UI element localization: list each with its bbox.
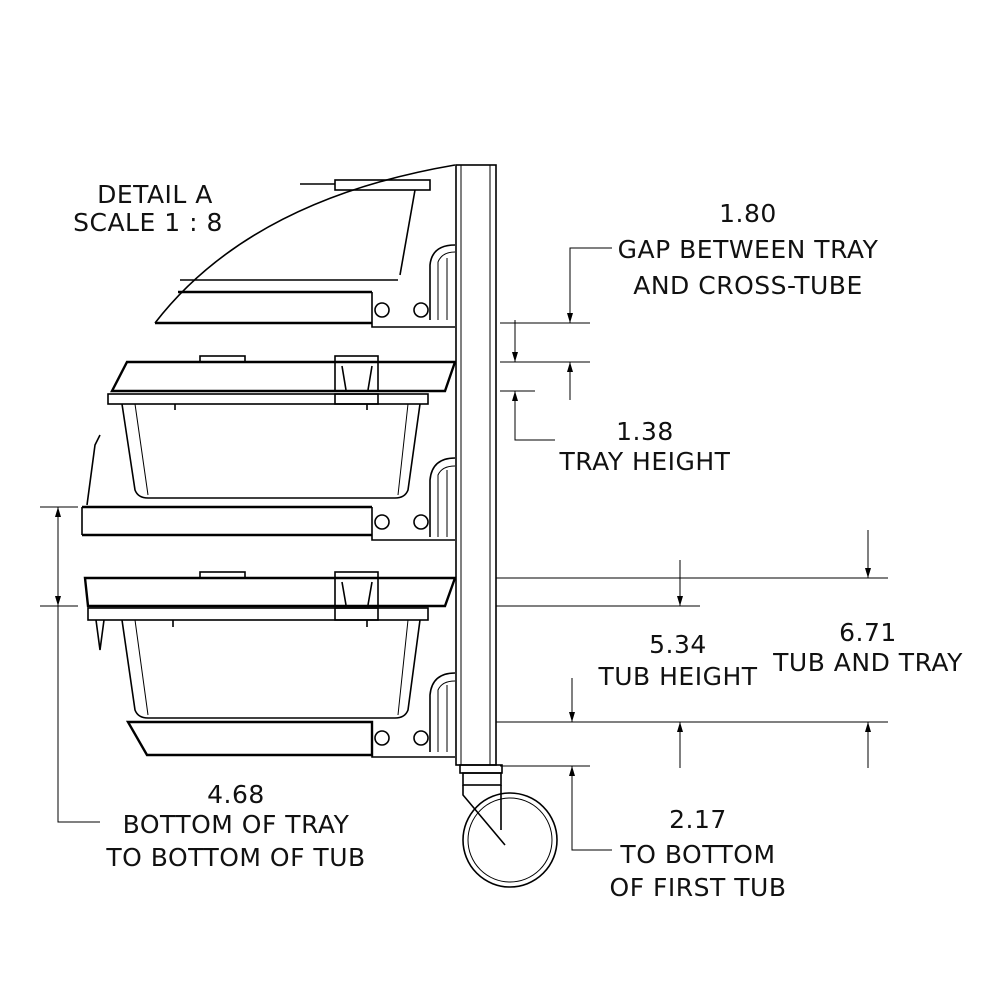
dim-tray-height-label: TRAY HEIGHT [559, 447, 731, 476]
dim-gap-label-1: GAP BETWEEN TRAY [618, 235, 879, 264]
dim-tray-to-tub-label-1: BOTTOM OF TRAY [123, 810, 350, 839]
dim-tub-height-label: TUB HEIGHT [597, 662, 757, 691]
dim-tray-to-tub-label-2: TO BOTTOM OF TUB [105, 843, 365, 872]
detail-scale: SCALE 1 : 8 [73, 208, 223, 237]
middle-tray-and-tub [81, 355, 457, 541]
dim-tray-height-value: 1.38 [616, 417, 674, 446]
detail-title: DETAIL A [97, 180, 213, 209]
dim-tub-tray-value: 6.71 [839, 618, 897, 647]
dim-first-tub-value: 2.17 [669, 805, 727, 834]
cross-tube-hooks [429, 244, 456, 752]
dim-gap-label-2: AND CROSS-TUBE [633, 271, 863, 300]
tray-bolts [374, 302, 429, 746]
dim-first-tub-label-2: OF FIRST TUB [610, 873, 787, 902]
dimension-lines [40, 247, 888, 851]
top-tray-partial [155, 179, 455, 328]
dim-gap-value: 1.80 [719, 199, 777, 228]
dim-tub-tray-label: TUB AND TRAY [772, 648, 963, 677]
caster-wheel [459, 764, 558, 888]
bottom-tray-and-tub [83, 571, 457, 758]
dim-first-tub-label-1: TO BOTTOM [619, 840, 775, 869]
dim-tub-height-value: 5.34 [649, 630, 707, 659]
dim-tray-to-tub-value: 4.68 [207, 780, 265, 809]
cart-upright-tube [455, 164, 497, 766]
